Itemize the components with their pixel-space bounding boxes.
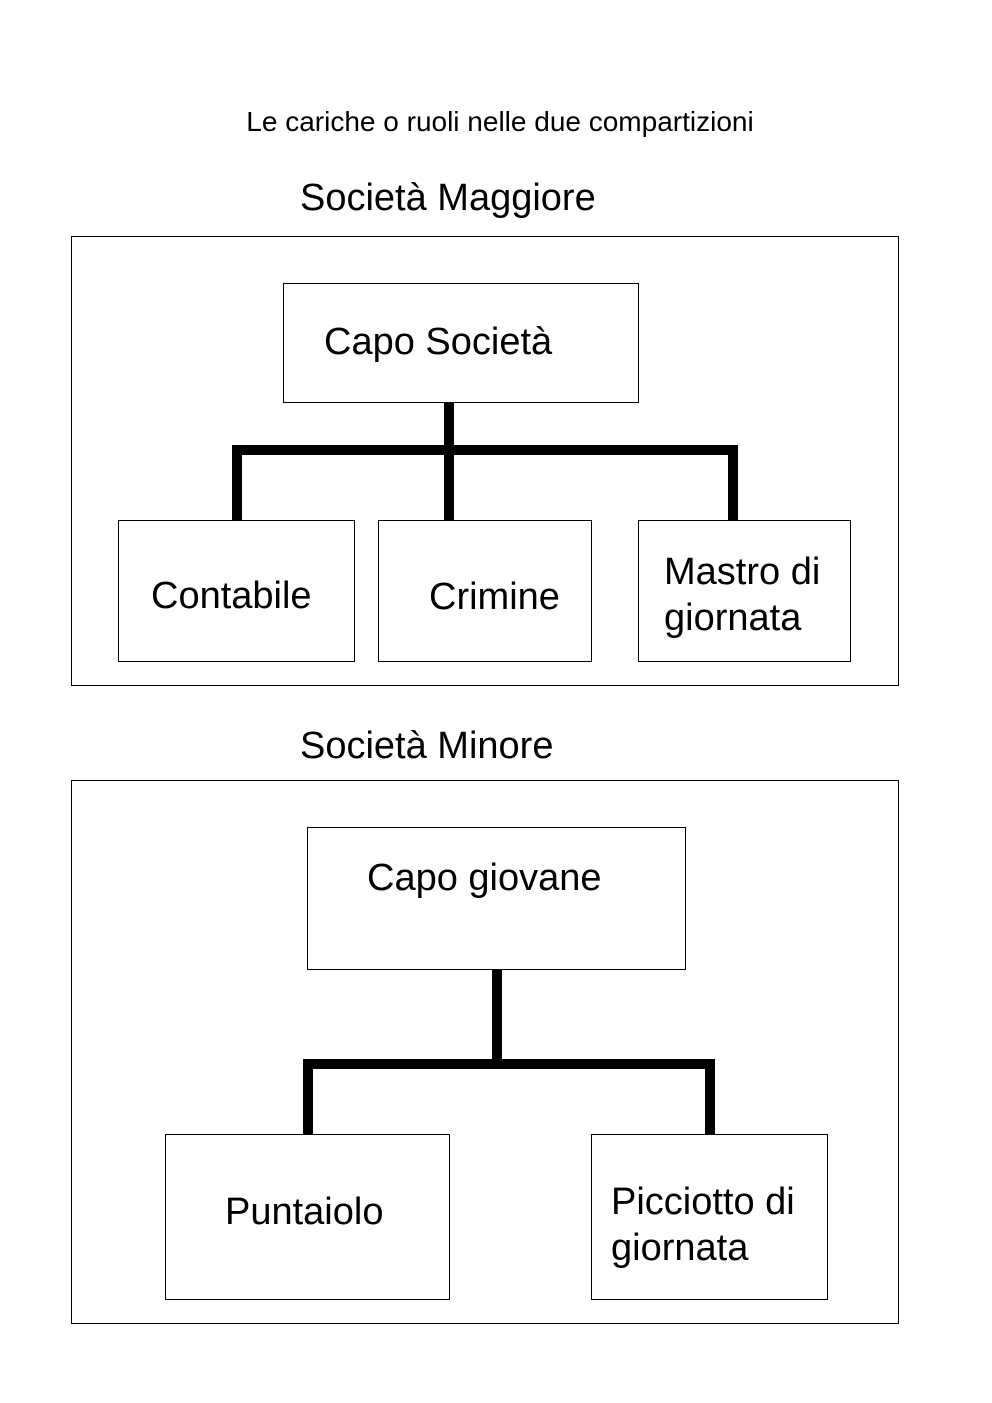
section-title-maggiore: Società Maggiore [300, 177, 596, 219]
connector-horizontal-minore [303, 1059, 715, 1069]
node-label: Picciotto di giornata [611, 1181, 795, 1269]
page-title: Le cariche o ruoli nelle due compartizio… [246, 106, 754, 137]
node-puntaiolo: Puntaiolo [165, 1134, 450, 1300]
node-label: Contabile [151, 575, 312, 617]
node-label: Capo giovane [367, 857, 602, 899]
node-label: Capo Società [324, 321, 553, 363]
connector-horizontal-maggiore [232, 445, 738, 455]
connector-right-maggiore [728, 445, 738, 520]
node-capo-societa: Capo Società [283, 283, 639, 403]
node-mastro-di-giornata: Mastro di giornata [638, 520, 851, 662]
org-chart-frame-maggiore [71, 236, 899, 686]
org-chart-frame-minore [71, 780, 899, 1324]
connector-left-minore [303, 1059, 313, 1135]
node-picciotto-di-giornata: Picciotto di giornata [591, 1134, 828, 1300]
node-contabile: Contabile [118, 520, 355, 662]
connector-right-minore [705, 1059, 715, 1135]
node-label: Crimine [429, 576, 560, 618]
node-label: Mastro di giornata [664, 551, 821, 639]
node-crimine: Crimine [378, 520, 592, 662]
connector-left-maggiore [232, 445, 242, 520]
node-capo-giovane: Capo giovane [307, 827, 686, 970]
section-title-minore: Società Minore [300, 725, 554, 767]
connector-vertical-root-maggiore [444, 402, 454, 520]
connector-vertical-root-minore [492, 969, 502, 1061]
node-label: Puntaiolo [225, 1191, 384, 1233]
